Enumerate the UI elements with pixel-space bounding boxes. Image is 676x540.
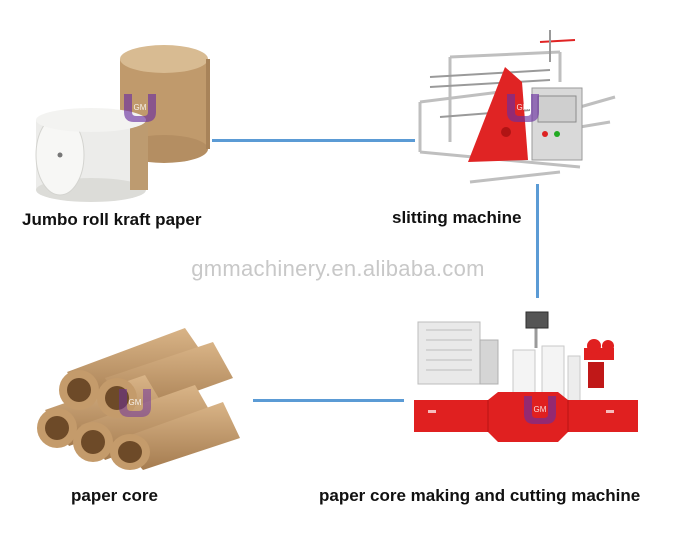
gm-logo-icon: GM [507, 94, 539, 122]
svg-text:GM: GM [134, 103, 147, 112]
gm-logo-icon: GM [524, 396, 556, 424]
slitting-machine-image [410, 22, 620, 192]
slitting-machine-icon [418, 30, 616, 184]
connector-roll-to-slitting [212, 139, 415, 142]
brand-logo-slitting: GM [503, 90, 543, 124]
brand-logo-roll: GM [120, 90, 160, 124]
label-jumbo-roll: Jumbo roll kraft paper [22, 210, 202, 229]
site-watermark: gmmachinery.en.alibaba.com [191, 256, 485, 281]
gm-logo-icon: GM [119, 389, 151, 417]
svg-text:GM: GM [534, 405, 547, 414]
jumbo-roll-image [20, 25, 230, 205]
core-making-machine-icon [414, 311, 638, 442]
connector-core-machine-to-paper-core [253, 399, 404, 402]
svg-text:GM: GM [129, 398, 142, 407]
gm-logo-icon: GM [124, 94, 156, 122]
kraft-paper-roll-icon [35, 45, 210, 202]
svg-text:GM: GM [517, 103, 530, 112]
brand-logo-core: GM [115, 385, 155, 419]
brand-logo-core-machine: GM [520, 392, 560, 426]
label-paper-core: paper core [71, 486, 158, 505]
core-making-machine-image [408, 300, 648, 455]
label-slitting-machine: slitting machine [392, 208, 522, 227]
label-core-making-machine: paper core making and cutting machine [319, 486, 641, 505]
connector-slitting-to-core-machine [536, 184, 539, 298]
